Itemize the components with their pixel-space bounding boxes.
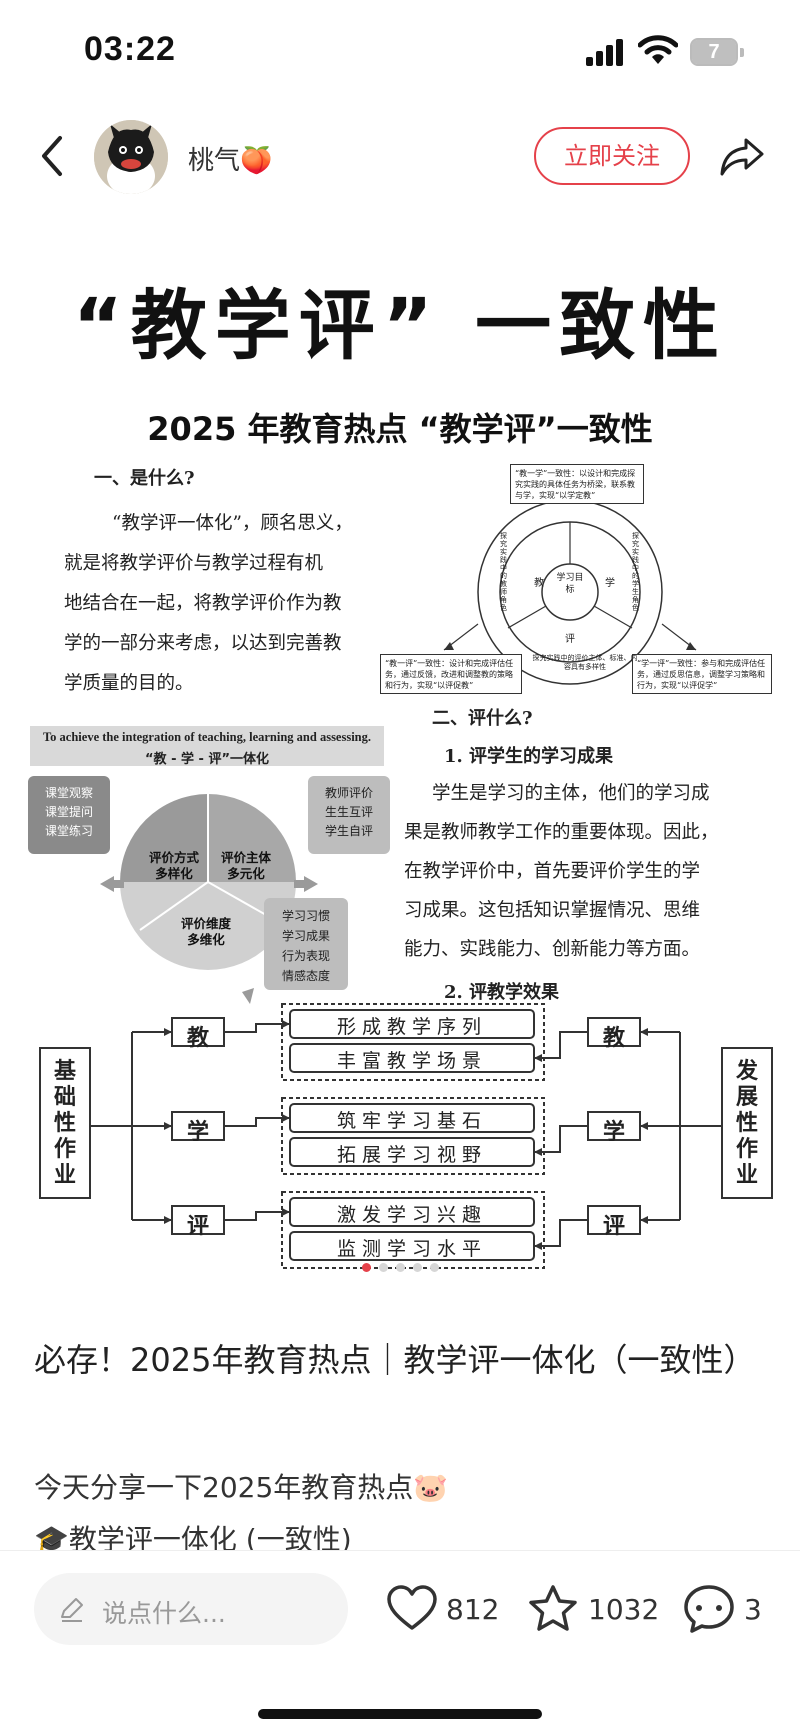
flow-node-right: 教	[602, 1025, 625, 1051]
cycle-arc-left: 探究实践中的教师角色	[500, 532, 507, 612]
cycle-center-label: 学习目标	[556, 573, 584, 595]
section2-sub1: 1. 评学生的学习成果	[444, 746, 614, 767]
cycle-box-left: “教一评”一致性：设计和完成评估任务，通过反馈，改进和调整教的策略和行为，实现“…	[380, 654, 522, 694]
image-big-title: “教学评” 一致性	[72, 281, 728, 370]
back-arrow-icon[interactable]	[36, 132, 72, 180]
cellular-signal-icon	[586, 38, 626, 66]
pie-slice-methods: 评价方式多样化	[148, 850, 199, 881]
section1-heading: 一、是什么?	[94, 468, 195, 489]
pie-banner: To achieve the integration of teaching, …	[30, 726, 384, 767]
flow-item: 丰富教学场景	[336, 1050, 487, 1072]
status-bar: 03:22 7	[0, 0, 800, 100]
post-title: 必存！2025年教育热点｜教学评一体化（一致性）	[34, 1341, 756, 1379]
comment-button[interactable]: 3	[682, 1579, 762, 1639]
post-header: 桃气🍑 立即关注	[0, 112, 800, 202]
comment-bubble-icon	[684, 1585, 734, 1633]
carousel-indicator	[0, 1257, 800, 1276]
heart-icon	[387, 1585, 437, 1630]
pie-banner-cn: “教 - 学 - 评”一体化	[145, 752, 269, 767]
flow-item: 筑牢学习基石	[336, 1110, 487, 1132]
pie-box-item: 课堂观察	[44, 786, 93, 800]
flow-node-left: 学	[186, 1119, 209, 1145]
cycle-ring-teach: 教	[534, 578, 544, 589]
section1-line: 就是将教学评价与教学过程有机	[64, 553, 324, 574]
cycle-box-right: “学一评”一致性：参与和完成评估任务，通过反思信息，调整学习策略和行为，实现“以…	[632, 654, 772, 694]
pie-box-item: 课堂练习	[44, 824, 93, 838]
star-icon	[529, 1585, 577, 1631]
flow-node-left: 评	[186, 1213, 209, 1239]
section1-body: “教学评一体化”，顾名思义， 就是将教学评价与教学过程有机 地结合在一起，将教学…	[64, 504, 372, 704]
favorite-button[interactable]: 1032	[526, 1579, 659, 1639]
pie-box-left: 课堂观察 课堂提问 课堂练习	[28, 776, 110, 854]
carousel-dot[interactable]	[429, 1263, 439, 1272]
flow-node-right: 评	[602, 1213, 625, 1239]
section1-line: 地结合在一起，将教学评价作为教	[64, 593, 342, 614]
pie-slice-subjects: 评价主体多元化	[220, 850, 271, 881]
pie-box-item: 课堂提问	[44, 805, 93, 819]
pie-box-item: 学生自评	[324, 824, 373, 838]
battery-icon: 7	[690, 38, 744, 66]
pie-box-bottom: 学习习惯 学习成果 行为表现 情感态度	[264, 898, 348, 990]
carousel-dot[interactable]	[361, 1263, 371, 1272]
pie-slice-dimensions: 评价维度多维化	[180, 916, 231, 947]
section2-line: 能力、实践能力、创新能力等方面。	[404, 939, 701, 960]
pie-box-item: 学习习惯	[281, 909, 330, 923]
section2-heading: 二、评什么?	[432, 708, 533, 729]
flow-box-basic-homework: 基础性作业	[54, 1058, 77, 1188]
pie-box-item: 生生互评	[324, 805, 373, 819]
status-time: 03:22	[84, 30, 176, 68]
battery-level: 7	[692, 40, 736, 64]
carousel-dot[interactable]	[378, 1263, 388, 1272]
section2-line: 习成果。这包括知识掌握情况、思维	[404, 900, 701, 921]
pie-box-item: 行为表现	[281, 949, 330, 963]
flow-item: 监测学习水平	[336, 1238, 487, 1260]
cycle-box-top: “教一学”一致性：以设计和完成探究实践的具体任务为桥梁，联系教与学，实现“以学定…	[510, 464, 644, 504]
bottom-action-bar: 说点什么... 812 1032 3	[0, 1550, 800, 1731]
pie-box-item: 情感态度	[281, 969, 330, 983]
image-subtitle: 2025 年教育热点 “教学评”一致性	[147, 410, 653, 448]
wifi-icon	[638, 35, 678, 64]
follow-button[interactable]: 立即关注	[534, 127, 690, 185]
pie-box-item: 教师评价	[324, 786, 373, 800]
author-avatar[interactable]	[94, 120, 168, 194]
post-image[interactable]: “教学评” 一致性 2025 年教育热点 “教学评”一致性 一、是什么? “教学…	[0, 214, 800, 1297]
section1-line: 学的一部分来考虑，以达到完善教	[64, 633, 342, 654]
cycle-ring-assess: 评	[565, 634, 575, 645]
section2-sub2: 2. 评教学效果	[444, 982, 560, 1003]
cycle-arc-right: 探究实践中的学生角色	[632, 532, 639, 612]
carousel-dot[interactable]	[395, 1263, 405, 1272]
comment-input[interactable]: 说点什么...	[34, 1573, 348, 1645]
flow-item: 激发学习兴趣	[336, 1204, 487, 1226]
home-indicator[interactable]	[258, 1709, 542, 1719]
section2-line: 果是教师教学工作的重要体现。因此，	[404, 822, 719, 843]
comment-count: 3	[744, 1592, 762, 1626]
pie-box-right: 教师评价 生生互评 学生自评	[308, 776, 390, 854]
flow-node-left: 教	[186, 1025, 209, 1051]
section2-line: 在教学评价中，首先要评价学生的学	[404, 861, 701, 882]
section1-line: 学质量的目的。	[64, 673, 194, 694]
pie-box-item: 学习成果	[281, 929, 330, 943]
like-count: 812	[446, 1592, 500, 1626]
author-name[interactable]: 桃气🍑	[188, 146, 273, 176]
carousel-dot[interactable]	[412, 1263, 422, 1272]
pie-banner-en: To achieve the integration of teaching, …	[42, 730, 372, 744]
cycle-arc-bottom: 探究实践中的评价主体、标准、内容具有多样性	[532, 654, 638, 671]
share-icon[interactable]	[718, 132, 766, 180]
post-body-line: 今天分享一下2025年教育热点🐷	[34, 1471, 449, 1504]
comment-placeholder: 说点什么...	[102, 1599, 226, 1628]
section2-line: 学生是学习的主体，他们的学习成	[432, 783, 710, 804]
like-button[interactable]: 812	[386, 1579, 499, 1639]
pencil-icon	[61, 1598, 83, 1622]
section1-line: “教学评一体化”，顾名思义，	[112, 513, 353, 534]
flow-item: 拓展学习视野	[336, 1144, 487, 1166]
cycle-ring-learn: 学	[605, 578, 615, 589]
flow-item: 形成教学序列	[336, 1016, 487, 1038]
flow-node-right: 学	[602, 1119, 625, 1145]
section2-body: 学生是学习的主体，他们的学习成 果是教师教学工作的重要体现。因此， 在教学评价中…	[404, 774, 744, 969]
favorite-count: 1032	[588, 1592, 660, 1626]
flow-box-development-homework: 发展性作业	[736, 1058, 759, 1188]
